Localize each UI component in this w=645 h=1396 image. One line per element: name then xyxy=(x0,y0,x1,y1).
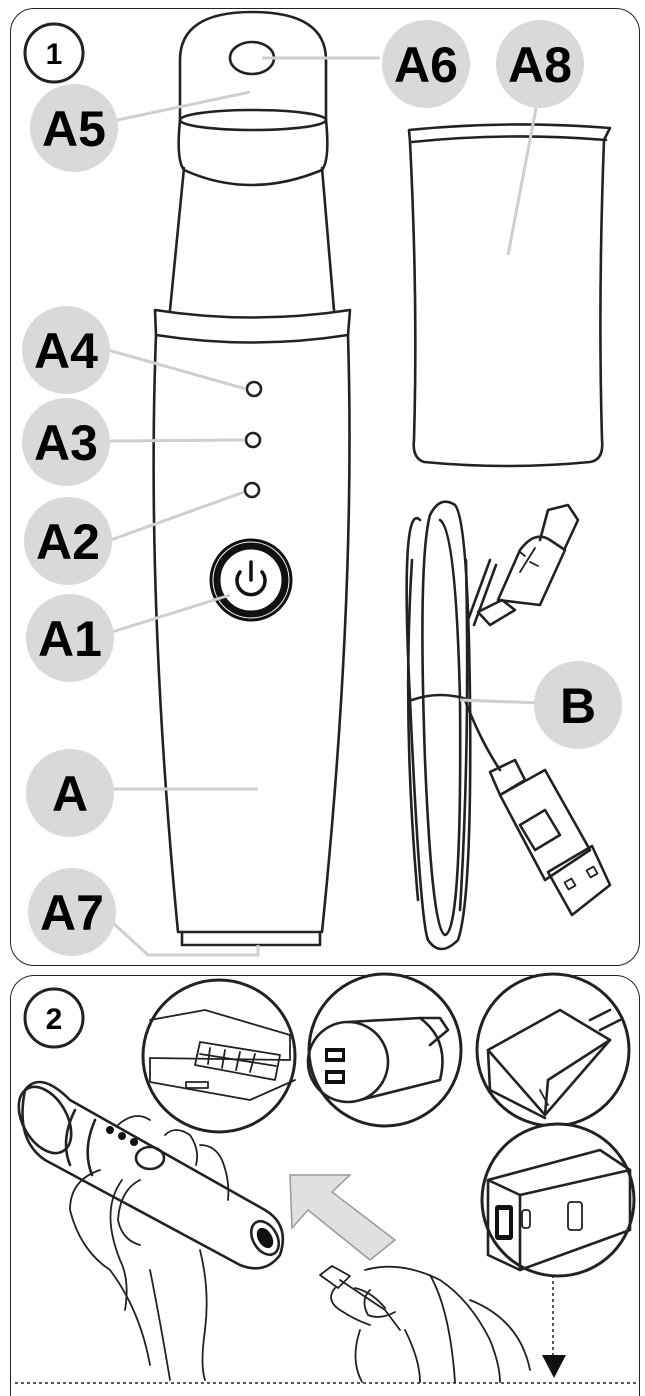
indicator-a4 xyxy=(245,380,263,398)
svg-text:A7: A7 xyxy=(40,885,104,941)
svg-text:A: A xyxy=(52,766,88,822)
step-2-number: 2 xyxy=(46,1003,63,1036)
svg-text:A5: A5 xyxy=(42,101,106,157)
label-a2: A2 xyxy=(24,497,112,585)
power-button-a1 xyxy=(209,538,293,622)
step-1-illustration: 1 xyxy=(22,10,622,957)
indicator-a2 xyxy=(243,481,261,499)
label-a6: A6 xyxy=(382,20,470,108)
hand-holding-device xyxy=(17,1080,285,1381)
label-b: B xyxy=(534,661,622,749)
power-icon xyxy=(235,560,267,597)
usb-icon xyxy=(519,547,539,573)
wall-adapter-usb-source xyxy=(475,972,631,1128)
cover-a8 xyxy=(407,123,612,468)
step-1-number: 1 xyxy=(46,38,63,71)
usb-port-closeup xyxy=(480,1122,636,1278)
hand-with-cable xyxy=(319,1265,531,1383)
car-charger-usb-source xyxy=(306,972,463,1128)
label-a4: A4 xyxy=(22,306,110,394)
svg-text:A3: A3 xyxy=(34,415,98,471)
label-a5: A5 xyxy=(30,84,118,172)
label-a3: A3 xyxy=(22,398,110,486)
step-1-badge: 1 xyxy=(23,22,85,84)
label-a: A xyxy=(26,749,114,837)
label-a7: A7 xyxy=(28,868,116,956)
arrow-icon xyxy=(289,1174,397,1261)
svg-text:A2: A2 xyxy=(36,514,100,570)
label-a1: A1 xyxy=(26,594,114,682)
svg-text:A8: A8 xyxy=(508,37,572,93)
step-1-panel xyxy=(10,8,640,966)
step-2-illustration: 2 xyxy=(15,972,640,1384)
step-2-badge: 2 xyxy=(23,987,85,1049)
indicator-a3 xyxy=(244,431,262,449)
svg-text:A6: A6 xyxy=(394,37,458,93)
svg-text:B: B xyxy=(560,678,596,734)
svg-text:A4: A4 xyxy=(34,323,98,379)
leader-lines xyxy=(107,56,541,957)
device-a xyxy=(152,10,352,947)
svg-text:A1: A1 xyxy=(38,611,102,667)
laptop-usb-source xyxy=(141,978,297,1134)
usb-cable-b xyxy=(405,500,612,951)
label-a8: A8 xyxy=(496,20,584,108)
down-arrow-icon xyxy=(542,1355,566,1378)
